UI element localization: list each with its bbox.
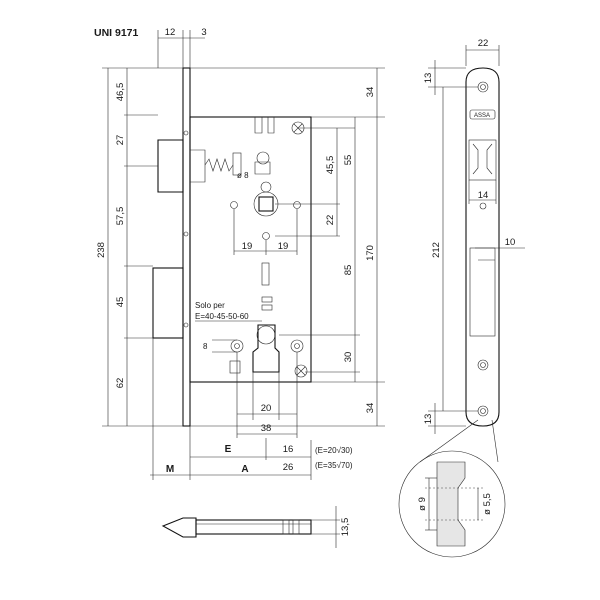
center-dimensions: ø 8 19 19 Solo per E=40-45-50-60 8 20 38: [195, 171, 298, 438]
dim-plate-13-top: 13: [423, 73, 434, 84]
dim-170: 170: [365, 245, 376, 261]
eq-e-20-30: (E=20√30): [315, 446, 353, 455]
dim-plate-22: 22: [478, 38, 489, 49]
screw-hole-detail: ø 9 ø 5,5: [398, 419, 506, 558]
right-dimensions: 34 55 45,5 22 85 170 30 34: [190, 67, 385, 427]
left-dimensions: 238 46,5 27 57,5 45 62: [96, 67, 183, 427]
dim-plate-10: 10: [505, 237, 516, 248]
dim-8: 8: [203, 342, 208, 351]
eq-e-35-70: (E=35√70): [315, 461, 353, 470]
dim-26: 26: [283, 462, 294, 473]
dim-16: 16: [283, 444, 294, 455]
drawing-title: UNI 9171: [94, 27, 139, 39]
note-e-values: E=40-45-50-60: [195, 312, 249, 321]
bottom-dimensions: E 16 M A 26 (E=20√30) (E=35√70): [150, 338, 353, 480]
dim-85: 85: [343, 265, 354, 276]
dim-22: 22: [325, 215, 336, 226]
spindle-side-view: 13,5: [161, 506, 351, 548]
dim-plate-13-bottom: 13: [423, 414, 434, 425]
dim-45: 45: [115, 297, 126, 308]
note-solo-per: Solo per: [195, 301, 225, 310]
top-dimensions: 12 3: [157, 27, 207, 68]
dim-phi-9: ø 9: [417, 497, 428, 511]
dim-45-5: 45,5: [325, 156, 336, 175]
dim-plate-212: 212: [431, 242, 442, 258]
dim-34-bottom: 34: [365, 403, 376, 414]
dim-238: 238: [96, 242, 107, 258]
dim-20: 20: [261, 403, 272, 414]
dim-62: 62: [115, 378, 126, 389]
dim-12: 12: [165, 27, 176, 38]
dim-3: 3: [201, 27, 206, 38]
dim-M: M: [166, 464, 174, 475]
dim-55: 55: [343, 155, 354, 166]
lock-body-view: [152, 67, 312, 427]
dim-57-5: 57,5: [115, 207, 126, 226]
dim-19-left: 19: [242, 241, 253, 252]
dim-A: A: [241, 464, 248, 475]
dim-E: E: [225, 444, 232, 455]
dim-27: 27: [115, 135, 126, 146]
dim-46-5: 46,5: [115, 83, 126, 102]
dim-30: 30: [343, 352, 354, 363]
dim-34-top: 34: [365, 87, 376, 98]
dim-13-5: 13,5: [340, 518, 351, 537]
dim-phi-5-5: ø 5,5: [482, 493, 493, 515]
dim-19-right: 19: [278, 241, 289, 252]
dim-phi-8: ø 8: [237, 171, 249, 180]
faceplate-front-view: ASSA 22 13 212 13 14 10: [423, 38, 525, 434]
dim-38: 38: [261, 423, 272, 434]
dim-plate-14: 14: [478, 190, 489, 201]
faceplate-logo: ASSA: [474, 113, 490, 119]
